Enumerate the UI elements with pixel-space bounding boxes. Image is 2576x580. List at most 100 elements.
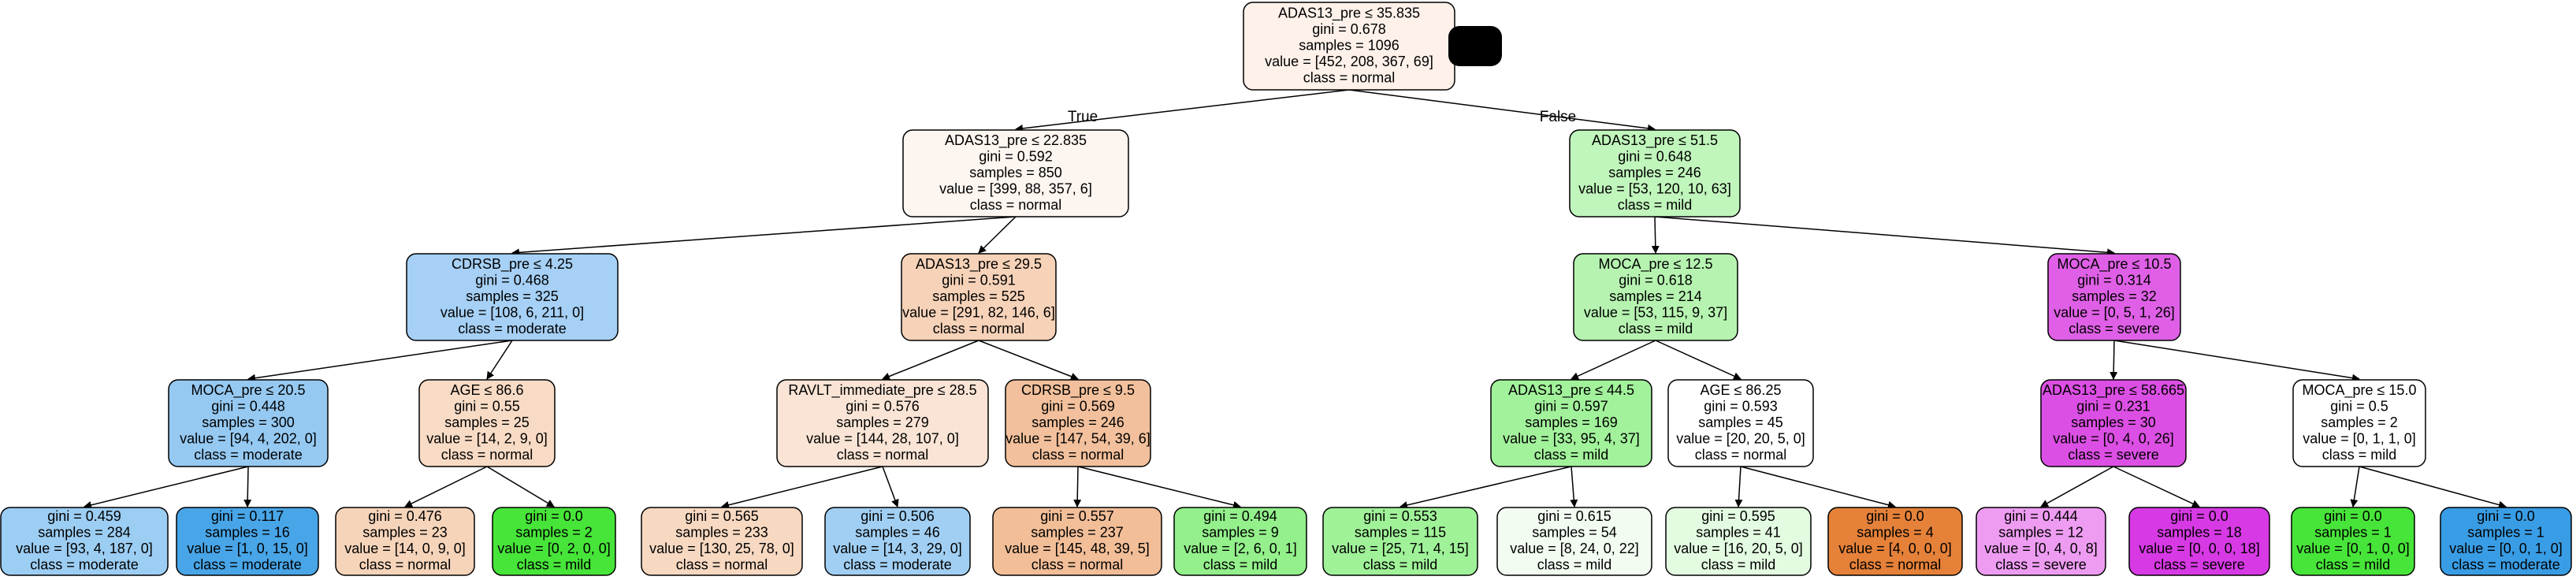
- node-text-line: class = moderate: [30, 557, 139, 573]
- node-text-line: MOCA_pre ≤ 10.5: [2057, 256, 2172, 273]
- node-text-line: gini = 0.494: [1203, 508, 1277, 524]
- node-text-line: gini = 0.0: [2324, 508, 2382, 524]
- node-text-line: gini = 0.618: [1619, 272, 1693, 288]
- node-text-line: samples = 45: [1698, 415, 1783, 430]
- tree-edge: [2359, 466, 2507, 509]
- node-text-line: class = mild: [2322, 447, 2397, 463]
- tree-edge: [1734, 466, 1743, 507]
- node-text-line: gini = 0.55: [454, 398, 520, 414]
- node-text-line: value = [108, 6, 211, 0]: [440, 304, 584, 320]
- node-text-line: ADAS13_pre ≤ 22.835: [945, 132, 1087, 149]
- node-text-line: samples = 300: [202, 415, 295, 430]
- tree-edge: [2113, 340, 2360, 382]
- node-text-line: gini = 0.506: [861, 508, 935, 524]
- redacted-block: [1448, 26, 1502, 66]
- node-box: [418, 379, 556, 467]
- node-text-line: samples = 246: [1032, 415, 1124, 430]
- tree-edge: [1348, 89, 1656, 132]
- node-box: [335, 507, 475, 576]
- node-text-line: MOCA_pre ≤ 15.0: [2303, 382, 2417, 399]
- node-text-line: class = normal: [933, 321, 1025, 336]
- node-box: [176, 507, 319, 576]
- node-text-line: samples = 279: [836, 415, 929, 430]
- node-text-line: gini = 0.648: [1618, 148, 1692, 164]
- node-text-line: samples = 41: [1696, 525, 1781, 541]
- tree-edge: [2040, 466, 2114, 507]
- node-text-line: samples = 525: [932, 288, 1025, 304]
- node-text-line: class = moderate: [458, 321, 567, 336]
- node-text-line: value = [53, 120, 10, 63]: [1578, 180, 1731, 196]
- node-box: [2047, 253, 2181, 341]
- tree-edge: [1655, 340, 1741, 380]
- node-text-line: value = [0, 0, 1, 0]: [2449, 541, 2563, 556]
- node-text-line: class = mild: [1537, 557, 1612, 573]
- tree-edge: [1651, 216, 1660, 254]
- node-text-line: class = mild: [2316, 557, 2391, 573]
- node-text-line: value = [0, 4, 0, 26]: [2053, 430, 2174, 446]
- node-text-line: samples = 18: [2157, 525, 2242, 541]
- node-text-line: class = normal: [970, 197, 1062, 213]
- node-text-line: ADAS13_pre ≤ 44.5: [1508, 382, 1634, 399]
- node-text-line: samples = 25: [444, 415, 530, 430]
- tree-edge: [486, 340, 513, 380]
- node-text-line: gini = 0.595: [1701, 508, 1775, 524]
- node-box: [492, 507, 616, 576]
- node-text-line: class = moderate: [194, 447, 303, 463]
- node-text-line: gini = 0.576: [846, 398, 920, 414]
- tree-edge: [404, 466, 488, 507]
- tree-edge: [2350, 466, 2360, 507]
- node-box: [1827, 507, 1963, 576]
- node-text-line: samples = 325: [466, 288, 559, 304]
- node-text-line: samples = 54: [1532, 525, 1617, 541]
- node-text-line: class = normal: [1849, 557, 1942, 573]
- tree-edge: [721, 466, 883, 509]
- tree-edge: [486, 466, 555, 507]
- node-text-line: value = [0, 5, 1, 26]: [2054, 304, 2175, 320]
- node-text-line: samples = 1096: [1299, 37, 1400, 53]
- node-box: [0, 507, 169, 576]
- node-text-line: class = normal: [1695, 447, 1787, 463]
- node-text-line: ADAS13_pre ≤ 58.665: [2043, 382, 2184, 399]
- node-text-line: samples = 214: [1609, 288, 1702, 304]
- false-edge-label: False: [1540, 109, 1576, 125]
- node-text-line: gini = 0.591: [942, 272, 1016, 288]
- node-text-line: class = moderate: [2451, 557, 2560, 573]
- node-text-line: gini = 0.314: [2077, 272, 2151, 288]
- node-text-line: gini = 0.0: [525, 508, 583, 524]
- tree-edge: [1740, 466, 1896, 509]
- node-text-line: value = [33, 95, 4, 37]: [1503, 430, 1640, 446]
- node-text-line: gini = 0.569: [1041, 398, 1115, 414]
- node-text-line: class = severe: [2068, 447, 2159, 463]
- node-text-line: samples = 30: [2071, 415, 2156, 430]
- node-box: [2128, 507, 2270, 576]
- node-box: [824, 507, 971, 576]
- node-text-line: gini = 0.597: [1534, 398, 1608, 414]
- node-box: [406, 253, 619, 341]
- node-text-line: gini = 0.615: [1537, 508, 1611, 524]
- node-text-line: samples = 284: [38, 525, 131, 541]
- node-text-line: CDRSB_pre ≤ 9.5: [1021, 382, 1135, 399]
- node-text-line: value = [93, 4, 187, 0]: [16, 541, 153, 556]
- tree-edge: [1570, 466, 1578, 507]
- node-text-line: gini = 0.5: [2330, 398, 2388, 414]
- node-text-line: class = normal: [1303, 69, 1396, 85]
- tree-edge: [2109, 340, 2118, 380]
- node-text-line: samples = 1: [2314, 525, 2392, 541]
- tree-edge: [84, 466, 249, 509]
- tree-edge: [1073, 466, 1082, 507]
- tree-edge: [243, 466, 252, 507]
- node-box: [1569, 129, 1741, 217]
- node-text-line: value = [145, 48, 39, 5]: [1005, 541, 1150, 556]
- node-box: [2040, 379, 2187, 467]
- node-text-line: class = normal: [837, 447, 929, 463]
- node-box: [1665, 507, 1812, 576]
